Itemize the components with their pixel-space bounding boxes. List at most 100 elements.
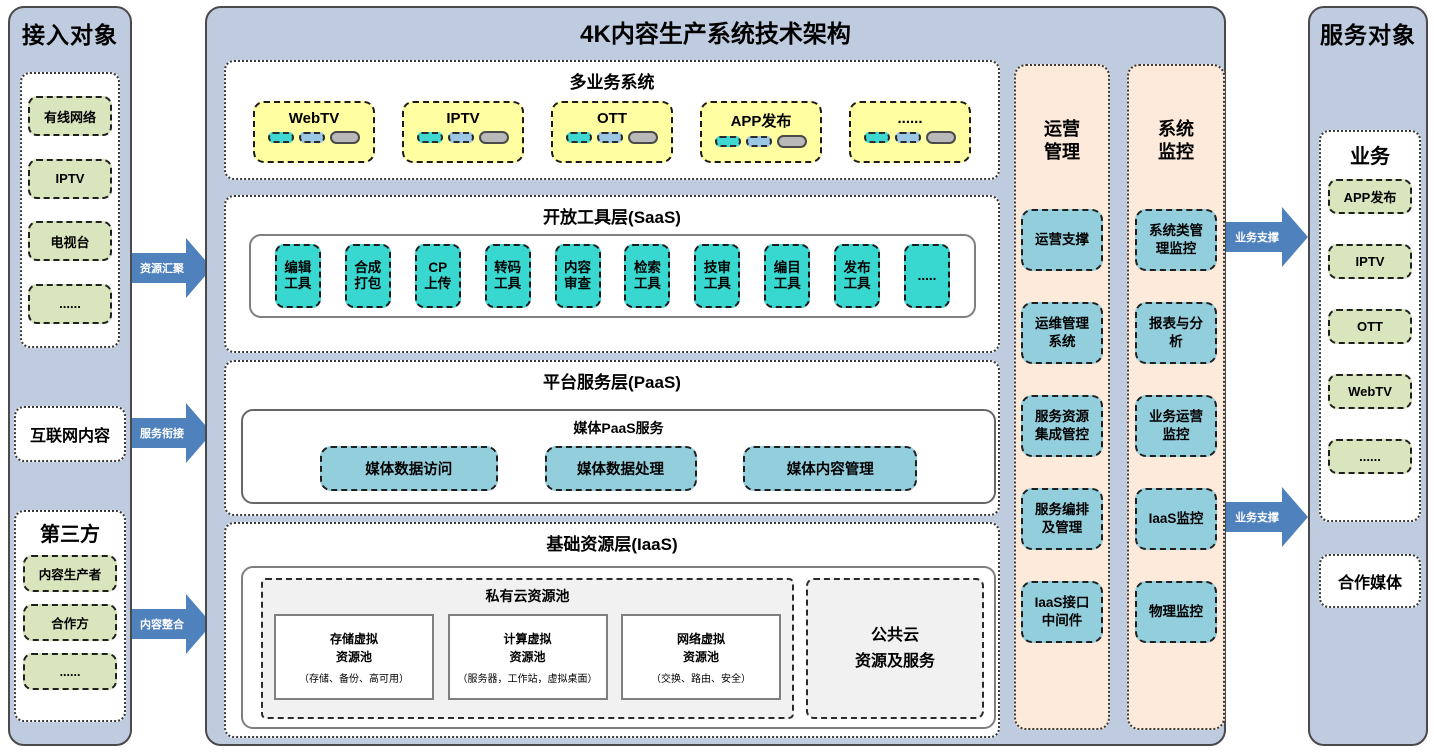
- tool-tech-review: 技审 工具: [694, 244, 741, 308]
- gray-pill-icon: [628, 131, 658, 144]
- arrow-label: 业务支撑: [1235, 232, 1279, 244]
- blue-pill-icon: [448, 132, 474, 143]
- ops-item-iaas-middleware: IaaS接口 中间件: [1021, 580, 1103, 643]
- iaas-resources-container: 私有云资源池 存储虚拟 资源池 （存储、备份、高可用） 计算虚拟 资源池 （服务…: [241, 566, 996, 729]
- operations-management-title: 运营 管理: [1044, 119, 1080, 163]
- teal-pill-icon: [864, 132, 890, 143]
- blue-pill-icon: [597, 132, 623, 143]
- iaas-layer-section: 基础资源层(IaaS) 私有云资源池 存储虚拟 资源池 （存储、备份、高可用） …: [224, 522, 1000, 738]
- access-objects-title: 接入对象: [22, 22, 118, 48]
- business-box-iptv: IPTV: [402, 101, 524, 163]
- gray-pill-icon: [926, 131, 956, 144]
- ops-item-service-resource-control: 服务资源 集成管控: [1021, 394, 1103, 457]
- paas-services-row: 媒体数据访问 媒体数据处理 媒体内容管理: [243, 446, 994, 491]
- arrow-head-icon: [1282, 487, 1308, 547]
- tool-ellipsis: .....: [904, 244, 951, 308]
- internet-content-box: 互联网内容: [14, 406, 126, 462]
- arrow-label: 资源汇聚: [140, 263, 184, 275]
- saas-layer-section: 开放工具层(SaaS) 编辑 工具 合成 打包 CP 上传 转码 工具 内容 审…: [224, 195, 1000, 353]
- arrow-label: 业务支撑: [1235, 512, 1279, 524]
- business-item-ellipsis: ......: [1328, 439, 1412, 474]
- tool-content-review: 内容 审查: [554, 244, 601, 308]
- business-item-iptv: IPTV: [1328, 244, 1412, 279]
- arrow-tail: [1226, 222, 1284, 252]
- service-objects-panel: 服务对象 业务 APP发布 IPTV OTT WebTV ...... 合作媒体: [1308, 6, 1428, 746]
- gray-pill-icon: [330, 131, 360, 144]
- tool-compose-package: 合成 打包: [344, 244, 391, 308]
- system-monitoring-column: 系统 监控 系统类管 理监控 报表与分 析 业务运营 监控 IaaS监控 物理监…: [1127, 64, 1225, 730]
- business-box-webtv: WebTV: [253, 101, 375, 163]
- third-party-item-partner: 合作方: [23, 604, 117, 641]
- main-title: 4K内容生产系统技术架构: [580, 21, 851, 48]
- tool-cp-upload: CP 上传: [414, 244, 461, 308]
- system-monitoring-title: 系统 监控: [1158, 119, 1194, 163]
- arrow-tail: [132, 253, 188, 283]
- multi-business-row: WebTV IPTV OTT: [226, 101, 998, 163]
- module-pills: [268, 131, 360, 144]
- multi-business-section: 多业务系统 WebTV IPTV: [224, 60, 1000, 180]
- mon-item-business-operation: 业务运营 监控: [1135, 394, 1217, 457]
- teal-pill-icon: [417, 132, 443, 143]
- business-support-arrow-top: 业务支撑: [1226, 207, 1308, 267]
- mon-item-system-management: 系统类管 理监控: [1135, 208, 1217, 271]
- business-group: 业务 APP发布 IPTV OTT WebTV ......: [1319, 130, 1421, 522]
- compute-virtual-pool: 计算虚拟 资源池 （服务器，工作站，虚拟桌面）: [447, 614, 608, 700]
- saas-tools-container: 编辑 工具 合成 打包 CP 上传 转码 工具 内容 审查 检索 工具 技审 工…: [249, 234, 976, 318]
- media-paas-title: 媒体PaaS服务: [573, 420, 664, 436]
- access-objects-panel: 接入对象 有线网络 IPTV 电视台 ...... 互联网内容 第三方 内容生产…: [8, 6, 132, 746]
- module-pills: [715, 135, 807, 148]
- business-box-ellipsis: ......: [849, 101, 971, 163]
- multi-business-title: 多业务系统: [569, 73, 655, 92]
- blue-pill-icon: [895, 132, 921, 143]
- arrow-tail: [132, 609, 188, 639]
- arrow-head-icon: [1282, 207, 1308, 267]
- ops-item-maintenance-system: 运维管理 系统: [1021, 301, 1103, 364]
- private-cloud-pool: 私有云资源池 存储虚拟 资源池 （存储、备份、高可用） 计算虚拟 资源池 （服务…: [261, 578, 794, 719]
- business-item-app-publish: APP发布: [1328, 179, 1412, 214]
- business-box-ott: OTT: [551, 101, 673, 163]
- content-integration-arrow: 内容整合: [132, 594, 212, 654]
- access-item-tv-station: 电视台: [28, 221, 112, 262]
- third-party-group: 第三方 内容生产者 合作方 ......: [14, 510, 126, 722]
- third-party-item-content-producer: 内容生产者: [23, 555, 117, 592]
- service-connection-arrow: 服务衔接: [132, 403, 212, 463]
- access-item-cable-network: 有线网络: [28, 96, 112, 137]
- gray-pill-icon: [777, 135, 807, 148]
- storage-virtual-pool: 存储虚拟 资源池 （存储、备份、高可用）: [274, 614, 434, 700]
- tool-search: 检索 工具: [624, 244, 671, 308]
- third-party-title: 第三方: [40, 524, 100, 546]
- teal-pill-icon: [566, 132, 592, 143]
- mon-item-physical-monitoring: 物理监控: [1135, 580, 1217, 643]
- resource-pools-row: 存储虚拟 资源池 （存储、备份、高可用） 计算虚拟 资源池 （服务器，工作站，虚…: [263, 614, 792, 700]
- tool-transcode: 转码 工具: [484, 244, 531, 308]
- service-objects-title: 服务对象: [1320, 22, 1416, 48]
- arrow-label: 内容整合: [140, 619, 184, 631]
- paas-media-data-access: 媒体数据访问: [319, 446, 498, 491]
- operations-management-column: 运营 管理 运营支撑 运维管理 系统 服务资源 集成管控 服务编排 及管理 Ia…: [1014, 64, 1110, 730]
- tool-publish: 发布 工具: [834, 244, 881, 308]
- business-group-title: 业务: [1350, 146, 1390, 168]
- mon-item-reports-analysis: 报表与分 析: [1135, 301, 1217, 364]
- blue-pill-icon: [746, 136, 772, 147]
- ops-item-service-orchestration: 服务编排 及管理: [1021, 487, 1103, 550]
- iaas-layer-title: 基础资源层(IaaS): [546, 535, 678, 554]
- media-paas-container: 媒体PaaS服务 媒体数据访问 媒体数据处理 媒体内容管理: [241, 409, 996, 504]
- main-architecture-panel: 4K内容生产系统技术架构 多业务系统 WebTV IPTV: [205, 6, 1226, 746]
- blue-pill-icon: [299, 132, 325, 143]
- business-item-webtv: WebTV: [1328, 374, 1412, 409]
- ops-item-operation-support: 运营支撑: [1021, 208, 1103, 271]
- public-cloud-box: 公共云 资源及服务: [806, 578, 984, 719]
- third-party-item-ellipsis: ......: [23, 653, 117, 690]
- network-virtual-pool: 网络虚拟 资源池 （交换、路由、安全）: [621, 614, 781, 700]
- paas-media-content-management: 媒体内容管理: [743, 446, 918, 491]
- resource-aggregation-arrow: 资源汇聚: [132, 238, 212, 298]
- partner-media-box: 合作媒体: [1319, 554, 1421, 608]
- teal-pill-icon: [268, 132, 294, 143]
- business-support-arrow-bottom: 业务支撑: [1226, 487, 1308, 547]
- gray-pill-icon: [479, 131, 509, 144]
- access-item-ellipsis: ......: [28, 283, 112, 324]
- paas-layer-section: 平台服务层(PaaS) 媒体PaaS服务 媒体数据访问 媒体数据处理 媒体内容管…: [224, 360, 1000, 516]
- arrow-tail: [132, 418, 188, 448]
- arrow-label: 服务衔接: [140, 428, 184, 440]
